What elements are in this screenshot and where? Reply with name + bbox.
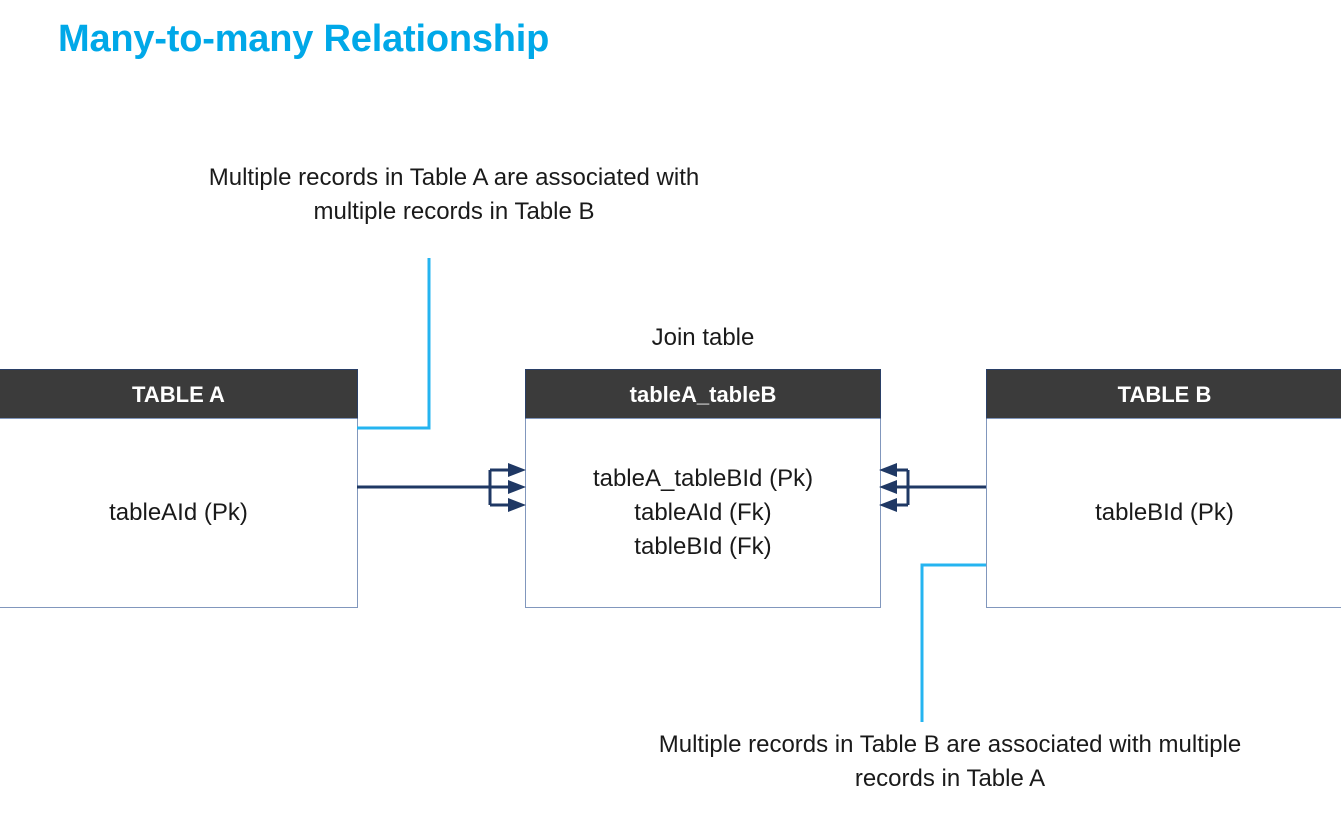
join-table-caption: Join table bbox=[651, 324, 755, 351]
entity-body-table-a: tableAId (Pk) bbox=[0, 419, 357, 606]
callout-leader-line-table-a bbox=[357, 258, 431, 430]
callout-leader-line-table-b bbox=[920, 563, 986, 722]
entity-header-join-table: tableA_tableB bbox=[525, 369, 881, 419]
page-title: Many-to-many Relationship bbox=[58, 18, 550, 60]
entity-box-join-table[interactable]: tableA_tableB tableA_tableBId (Pk) table… bbox=[525, 369, 881, 608]
entity-body-table-b: tableBId (Pk) bbox=[987, 419, 1341, 606]
entity-header-table-b: TABLE B bbox=[986, 369, 1341, 419]
callout-text-table-b: Multiple records in Table B are associat… bbox=[658, 731, 1242, 792]
entity-field: tableBId (Fk) bbox=[634, 532, 772, 560]
callout-text-table-a: Multiple records in Table A are associat… bbox=[208, 164, 700, 225]
entity-header-table-a: TABLE A bbox=[0, 369, 358, 419]
entity-field: tableAId (Fk) bbox=[634, 498, 772, 526]
relationship-line-table-b-join bbox=[879, 463, 986, 512]
entity-field: tableA_tableBId (Pk) bbox=[592, 464, 814, 492]
entity-field: tableAId (Pk) bbox=[109, 498, 248, 526]
entity-body-join-table: tableA_tableBId (Pk) tableAId (Fk) table… bbox=[526, 419, 880, 606]
entity-box-table-a[interactable]: TABLE A tableAId (Pk) bbox=[0, 369, 358, 608]
entity-field: tableBId (Pk) bbox=[1095, 498, 1234, 526]
entity-box-table-b[interactable]: TABLE B tableBId (Pk) bbox=[986, 369, 1341, 608]
relationship-line-table-a-join bbox=[357, 463, 526, 512]
